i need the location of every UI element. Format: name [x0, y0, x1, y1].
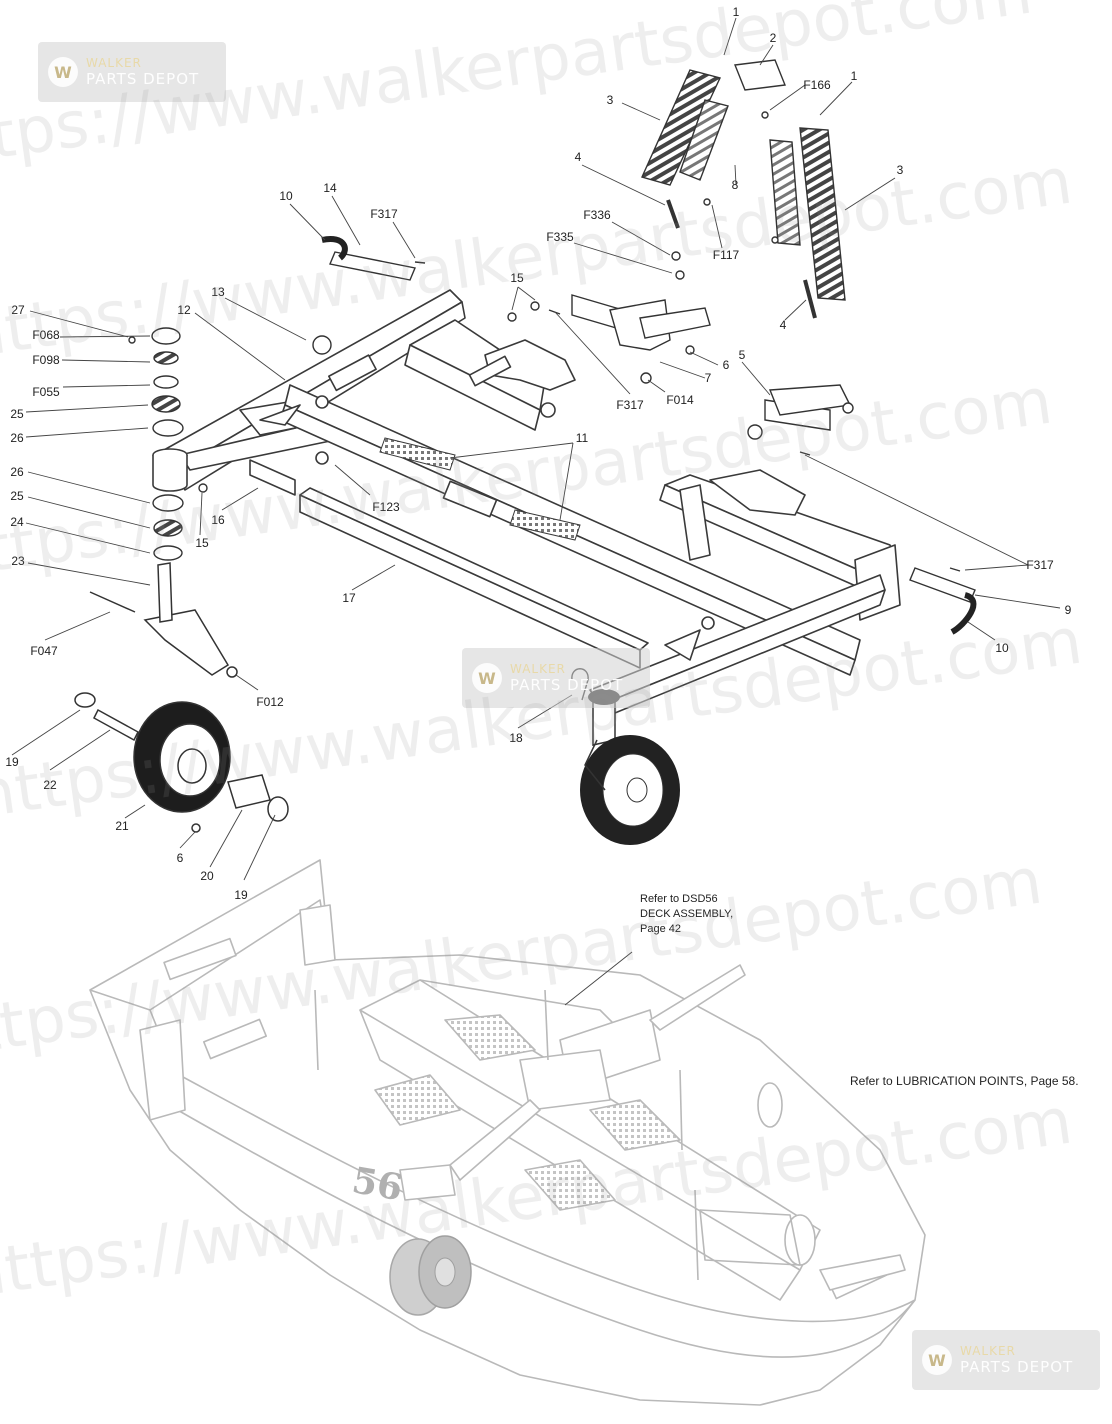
callout-7: 7: [704, 371, 712, 385]
caster-wheel-assembly: [74, 562, 289, 833]
handle-latch-left: [321, 236, 426, 281]
callout-23: 23: [11, 554, 25, 568]
callout-13: 13: [211, 285, 225, 299]
grip-pad-right: [509, 509, 581, 541]
mower-deck: [89, 859, 926, 1406]
watermark-logo-top: W WALKER PARTS DEPOT: [38, 42, 226, 102]
callout-4b: 4: [779, 318, 787, 332]
walker-logo-icon: W: [48, 57, 78, 87]
callout-f336: F336: [583, 208, 611, 222]
callout-5: 5: [738, 348, 746, 362]
callout-6a: 6: [722, 358, 730, 372]
callout-1a: 1: [732, 5, 740, 19]
callout-f047: F047: [30, 644, 58, 658]
callout-f335: F335: [546, 230, 574, 244]
callout-1b: 1: [850, 69, 858, 83]
logo-line1: WALKER: [960, 1344, 1016, 1358]
callout-9: 9: [1064, 603, 1072, 617]
deck-ref-line3: Page 42: [640, 923, 681, 935]
logo-line1: WALKER: [86, 56, 142, 70]
callout-24: 24: [10, 515, 24, 529]
callout-27: 27: [11, 303, 25, 317]
callout-f068: F068: [32, 328, 60, 342]
callout-f166: F166: [803, 78, 831, 92]
callout-2: 2: [769, 31, 777, 45]
callout-f055: F055: [32, 385, 60, 399]
callout-f117: F117: [712, 248, 740, 262]
callout-25b: 25: [10, 489, 24, 503]
watermark-logo-bottom: W WALKER PARTS DEPOT: [912, 1330, 1100, 1390]
callout-f098: F098: [32, 353, 60, 367]
logo-line1: WALKER: [510, 662, 566, 676]
deck-assembly-reference: Refer to DSD56 DECK ASSEMBLY, Page 42: [640, 892, 733, 937]
fasteners: [312, 111, 961, 701]
callout-f317a: F317: [370, 207, 398, 221]
callout-3a: 3: [606, 93, 614, 107]
lubrication-reference: Refer to LUBRICATION POINTS, Page 58.: [850, 1074, 1079, 1088]
callout-11: 11: [575, 431, 589, 445]
callout-3b: 3: [896, 163, 904, 177]
callout-f317c: F317: [1026, 558, 1054, 572]
spring-assembly: [641, 59, 846, 319]
walker-logo-icon: W: [472, 663, 502, 693]
callout-26b: 26: [10, 465, 24, 479]
front-caster-wheel: [580, 689, 680, 845]
deck-roller: [389, 1235, 472, 1316]
callout-21: 21: [115, 819, 129, 833]
callout-f012: F012: [256, 695, 284, 709]
callout-10b: 10: [995, 641, 1009, 655]
callout-10a: 10: [279, 189, 293, 203]
callout-26a: 26: [10, 431, 24, 445]
callout-19a: 19: [5, 755, 19, 769]
logo-line2: PARTS DEPOT: [960, 1358, 1074, 1376]
callout-16: 16: [211, 513, 225, 527]
callout-6b: 6: [176, 851, 184, 865]
callout-25a: 25: [10, 407, 24, 421]
latch-assembly: [571, 294, 854, 440]
logo-line2: PARTS DEPOT: [86, 70, 200, 88]
callout-18: 18: [509, 731, 523, 745]
walker-logo-icon: W: [922, 1345, 952, 1375]
logo-line2: PARTS DEPOT: [510, 676, 624, 694]
callout-17: 17: [342, 591, 356, 605]
bearing-stack: [128, 327, 208, 561]
callout-22: 22: [43, 778, 57, 792]
callout-12: 12: [177, 303, 191, 317]
callout-14: 14: [323, 181, 337, 195]
callout-f123: F123: [372, 500, 400, 514]
leader-lines: [11, 17, 1061, 1006]
deck-number: 56: [349, 1159, 406, 1209]
watermark-logo-center: W WALKER PARTS DEPOT: [462, 648, 650, 708]
callout-20: 20: [200, 869, 214, 883]
callout-8: 8: [731, 178, 739, 192]
deck-ref-line1: Refer to DSD56: [640, 893, 718, 905]
callout-f317b: F317: [616, 398, 644, 412]
deck-ref-line2: DECK ASSEMBLY,: [640, 908, 734, 920]
callout-15a: 15: [510, 271, 524, 285]
callout-15b: 15: [195, 536, 209, 550]
callout-4a: 4: [574, 150, 582, 164]
handle-latch-right: [909, 567, 977, 635]
callout-19b: 19: [234, 888, 248, 902]
callout-f014: F014: [666, 393, 694, 407]
grip-pad-left: [379, 437, 456, 471]
